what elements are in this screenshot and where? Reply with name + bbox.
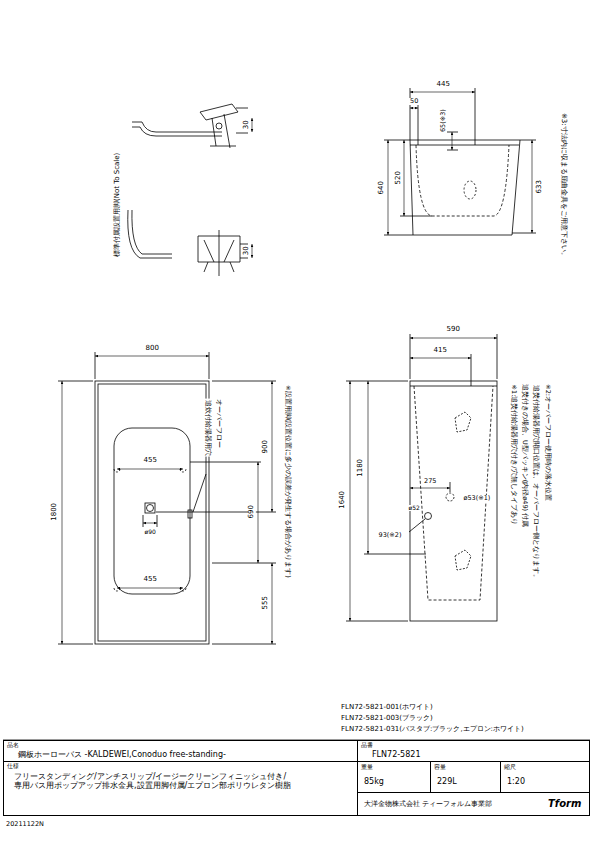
dimension: 1180 (357, 458, 365, 478)
field-value: 1:20 (507, 777, 525, 786)
side-view (346, 334, 497, 621)
dimension: 633 (535, 179, 543, 194)
document-code: 20211122N (5, 821, 45, 828)
dimension-line (410, 108, 418, 109)
dimension: 445 (436, 81, 451, 89)
dimension-line (404, 140, 405, 216)
field-heading: 容量 (434, 764, 446, 770)
plan-view (58, 352, 276, 644)
field-heading: 仕様 (7, 763, 19, 769)
field-value: Tform (548, 798, 581, 810)
callout: 追炊付給湯器用穴 (203, 398, 210, 456)
dimension: 800 (145, 345, 160, 353)
dimension: 520 (394, 170, 402, 185)
dimension: 30 (242, 119, 250, 130)
title-block-cell: 重量 85kg (357, 761, 431, 793)
field-heading: 重量 (361, 764, 373, 770)
leg-sketch (132, 104, 248, 148)
title-block-cell: 容量 229L (430, 761, 501, 793)
field-heading: 品番 (361, 742, 373, 748)
field-value: 229L (437, 777, 457, 786)
title-block-cell: 仕様フリースタンディング/アンチスリップ/イージークリーンフィニッシュ付き/ 専… (3, 761, 358, 816)
title-block-cell: 品名鋼板ホーローバス -KALDEWEI,Conoduo free-standi… (3, 740, 358, 762)
dimension: 555 (261, 595, 269, 610)
dimension-line (117, 588, 183, 589)
end-view (384, 88, 536, 235)
dimension: ø90 (144, 529, 157, 536)
dimension: 50 (409, 98, 419, 105)
field-value: 85kg (364, 777, 384, 786)
model-number: FLN72-5821-003(ブラック) (340, 715, 434, 723)
note: ※3:寸法内に収まる屈曲金具をご用意下さい。 (559, 112, 567, 260)
dimension: 640 (377, 180, 385, 195)
note: 追焚付給湯器用穴開口位置は、オーバーフロー側となります。 (531, 383, 538, 581)
note: ※設置用脚(設置位置に多少の誤差が発生する場合があります) (283, 384, 290, 579)
dimension: ø52 (408, 505, 421, 512)
dimension-line (410, 92, 475, 93)
note: ※1:追焚付給湯器用穴付き/穴無しタイプあり (509, 383, 516, 525)
dimension-line (452, 132, 453, 150)
dimension: 1640 (339, 490, 347, 510)
dimension: 30 (242, 245, 250, 256)
view-title: 標準付属設置用脚(Not To Scale) (114, 152, 122, 258)
dimension: 415 (433, 347, 448, 355)
dimension-line (258, 462, 259, 563)
leg-sketch (128, 210, 248, 276)
title-block-cell: 品番 FLN72-5821 (357, 740, 590, 762)
dimension-line (410, 338, 497, 339)
model-number: FLN72-5821-031(バスタブ:ブラック,エプロン:ホワイト) (340, 726, 525, 734)
dimension-line (368, 381, 369, 554)
field-heading: 縮尺 (504, 764, 516, 770)
callout: オーバーフロー (214, 398, 221, 449)
dimension: 275 (423, 478, 437, 485)
dimension: 93(※2) (378, 532, 403, 539)
dimension-line (143, 523, 157, 524)
note: ※2:オーバーフロー使用時の落水位置 (543, 383, 550, 502)
model-number: FLN72-5821-001(ホワイト) (340, 704, 434, 712)
dimension-line (252, 118, 253, 132)
field-value: フリースタンディング/アンチスリップ/イージークリーンフィニッシュ付き/ 専用バ… (14, 772, 354, 790)
title-block-cell: 大洋金物株式会社 ティーフォルム事業部 Tform (357, 792, 590, 816)
dimension-line (272, 563, 273, 644)
dimension-line (95, 356, 209, 357)
field-heading: 大洋金物株式会社 ティーフォルム事業部 (364, 800, 492, 808)
dimension: ø53(※1) (463, 495, 492, 502)
dimension-line (272, 381, 273, 512)
dimension: 455 (143, 457, 158, 465)
dimension: 690 (247, 504, 255, 519)
field-value: 鋼板ホーローバス -KALDEWEI,Conoduo free-standing… (18, 750, 226, 759)
dimension: 1800 (51, 502, 59, 522)
dimension-lines (62, 92, 532, 644)
dimension-line (410, 358, 471, 359)
dimension-line (252, 244, 253, 258)
dimension: 65(※3) (439, 108, 446, 133)
field-heading: 品名 (7, 742, 19, 748)
dimension-line (117, 469, 183, 470)
field-value: FLN72-5821 (372, 750, 420, 759)
note: 追焚付きの場合、U型パッキン(内径ø49) 付属 (521, 383, 528, 528)
title-block-cell: 縮尺 1:20 (500, 761, 590, 793)
dimension-line (388, 140, 389, 235)
dimension-line (62, 381, 63, 644)
dimension: 455 (143, 576, 158, 584)
dimension: 590 (446, 326, 461, 334)
dimension-line (532, 140, 533, 233)
dimension: 900 (261, 439, 269, 454)
dimension-line (410, 488, 450, 489)
dimension-line (350, 381, 351, 621)
